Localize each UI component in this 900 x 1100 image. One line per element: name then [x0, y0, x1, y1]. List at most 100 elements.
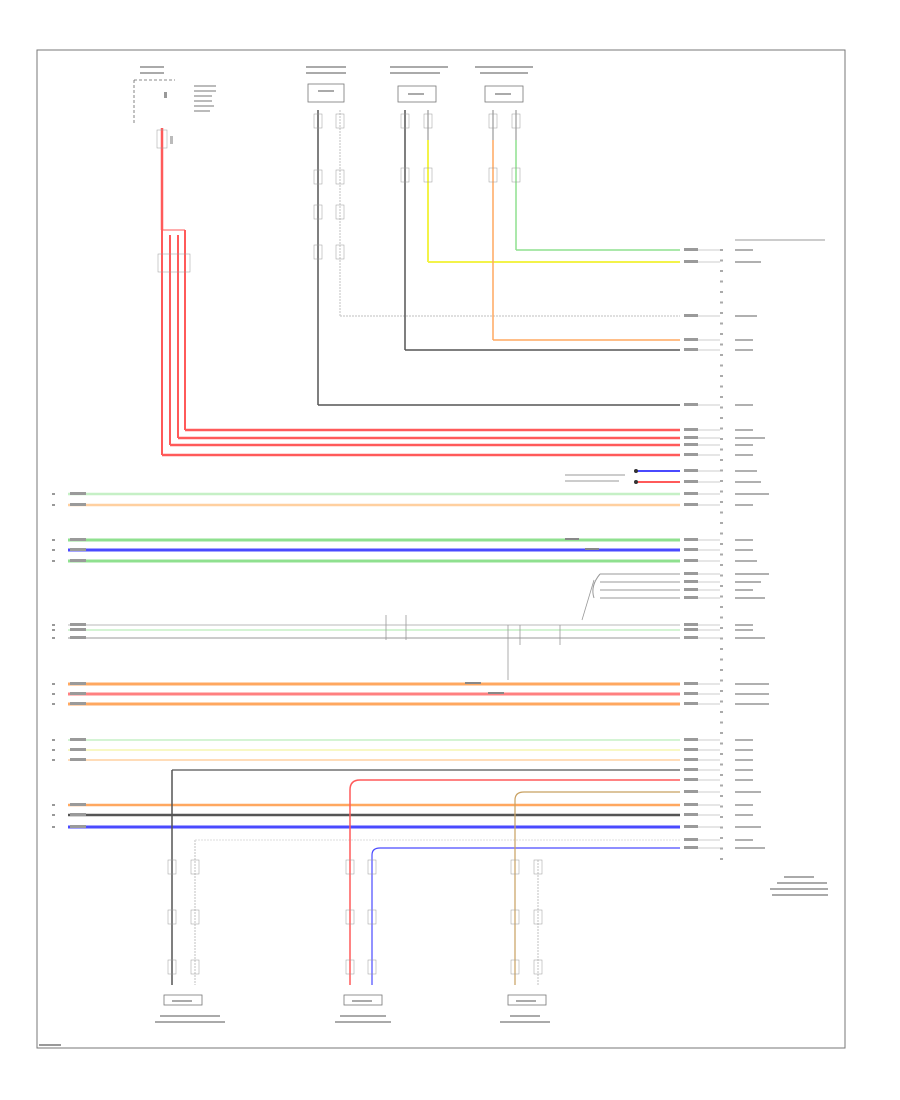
wire-tag: [684, 453, 698, 456]
branch-connector: [581, 573, 680, 621]
left-wire-tag: [70, 738, 86, 741]
pin-mark: [720, 763, 723, 766]
wire-tag: [684, 758, 698, 761]
pin-label: [735, 791, 761, 793]
wire-group-1: [68, 492, 680, 507]
left-pin-mark: [52, 549, 55, 551]
wire-tag: [684, 682, 698, 685]
wire-tag: [684, 580, 698, 583]
pin-mark: [720, 585, 723, 587]
left-wire-tag: [70, 758, 86, 761]
pin-label: [735, 404, 753, 406]
pin-label: [735, 804, 753, 806]
pin-label: [735, 814, 753, 816]
pin-mark: [720, 427, 723, 430]
pin-label: [735, 481, 761, 483]
pin-mark: [720, 700, 723, 703]
pin-mark: [720, 438, 723, 440]
pin-label: [735, 847, 765, 849]
pin-label: [735, 249, 753, 251]
pin-label: [735, 589, 753, 591]
pin-mark: [720, 543, 723, 545]
left-wire-tag: [70, 538, 86, 541]
pin-label: [735, 560, 757, 562]
pin-mark: [720, 249, 723, 251]
pin-label: [735, 581, 761, 583]
pin-mark: [720, 354, 723, 356]
wire-tag: [684, 572, 698, 575]
pin-mark: [720, 490, 723, 493]
pin-mark: [720, 532, 723, 535]
wire-group-6: [68, 803, 680, 829]
pin-mark: [720, 690, 723, 692]
wire-tag: [684, 428, 698, 431]
wire-tag: [684, 790, 698, 793]
pin-mark: [720, 805, 723, 808]
wire-tag: [684, 469, 698, 472]
rl-speaker-wires: [167, 769, 680, 985]
wire-tag: [684, 846, 698, 849]
wire-tag: [684, 838, 698, 841]
pin-mark: [720, 658, 723, 661]
pin-mark: [720, 826, 723, 829]
left-pin-mark: [52, 683, 55, 685]
pin-label: [735, 759, 753, 761]
rl-speaker: [155, 994, 225, 1023]
pin-label: [735, 749, 753, 751]
pin-label: [735, 693, 769, 695]
pin-mark: [720, 396, 723, 398]
center-speaker-wires: [313, 110, 680, 406]
pin-label: [735, 826, 761, 828]
wire-tag: [684, 260, 698, 263]
pin-mark: [720, 406, 723, 409]
shield-ground-pair: [565, 469, 680, 484]
pin-label: [735, 703, 769, 705]
pin-mark: [720, 564, 723, 566]
left-wire-tag: [70, 813, 86, 816]
wire-tag: [684, 248, 698, 251]
pin-label: [735, 444, 753, 446]
left-pin-mark: [52, 739, 55, 741]
wire-tag: [684, 348, 698, 351]
pin-mark: [720, 732, 723, 734]
pin-label: [735, 683, 769, 685]
wire-tag: [684, 338, 698, 341]
diagram-border: [36, 49, 846, 1049]
pin-mark: [720, 448, 723, 451]
pin-mark: [720, 364, 723, 367]
wire-tag: [684, 596, 698, 599]
subwoofer: [335, 994, 391, 1023]
pin-label: [735, 629, 753, 631]
left-pin-mark: [52, 624, 55, 626]
pin-label: [735, 437, 765, 439]
pin-mark: [720, 711, 723, 713]
amplifier-pin-rows: [720, 249, 723, 860]
pin-label: [735, 637, 765, 639]
page-id-mark: [39, 1044, 61, 1046]
pin-mark: [720, 343, 723, 346]
pin-label: [735, 597, 765, 599]
wire-tag: [684, 825, 698, 828]
wire-tag: [684, 403, 698, 406]
left-wire-tag: [70, 825, 86, 828]
pin-mark: [720, 280, 723, 283]
wire-tag: [684, 559, 698, 562]
left-wire-tag: [70, 503, 86, 506]
pin-mark: [720, 574, 723, 577]
pin-label: [735, 549, 753, 551]
left-wire-tag: [70, 702, 86, 705]
pin-mark: [720, 721, 723, 724]
left-connector-pins: [52, 492, 86, 828]
left-pin-mark: [52, 637, 55, 639]
left-pin-mark: [52, 814, 55, 816]
rr-speaker-wires: [510, 791, 680, 985]
pin-label: [735, 470, 757, 472]
wire-tag: [684, 503, 698, 506]
subwoofer-wires: [345, 779, 680, 985]
wire-group-4: [68, 682, 680, 706]
left-pin-mark: [52, 504, 55, 506]
pin-mark: [720, 816, 723, 818]
left-wire-tag: [70, 748, 86, 751]
pin-mark: [720, 795, 723, 797]
left-pin-mark: [52, 826, 55, 828]
